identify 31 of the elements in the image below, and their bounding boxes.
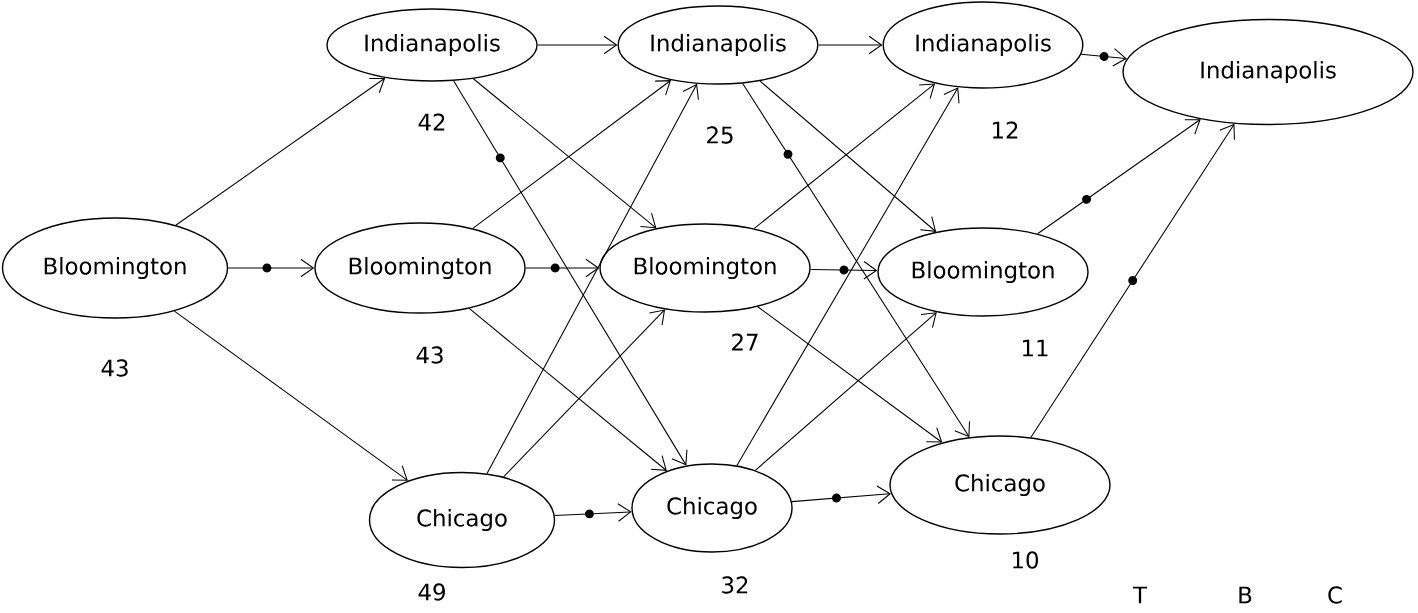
cost-number: 43: [416, 346, 443, 364]
arrow: [525, 258, 600, 278]
cost-number: 42: [418, 113, 445, 131]
arrow: [1030, 123, 1235, 438]
arrow: [1080, 48, 1127, 67]
arrow: [227, 258, 315, 278]
arrow: [791, 485, 891, 504]
cost-number: 27: [732, 333, 758, 351]
cost-number: 43: [101, 359, 128, 377]
cost-number: 25: [707, 126, 733, 144]
arrow: [486, 83, 699, 475]
arrow: [468, 307, 667, 471]
cost-number: 11: [1023, 339, 1048, 357]
arrow: [173, 310, 408, 481]
cost-number: 49: [418, 583, 445, 601]
arrow: [453, 80, 688, 466]
arrow: [754, 312, 937, 471]
arrow: [1037, 119, 1201, 235]
cost-number: 32: [722, 576, 748, 594]
column-letter: B: [1239, 586, 1252, 604]
arrow: [554, 503, 632, 522]
arrow: [757, 306, 943, 443]
arrow: [175, 77, 386, 226]
column-letter: T: [1133, 586, 1148, 604]
arrow: [503, 309, 666, 478]
cost-number: 12: [993, 121, 1018, 139]
column-letter: C: [1328, 586, 1342, 604]
cost-number: 10: [1013, 551, 1038, 569]
arrow: [810, 261, 878, 280]
arrow: [537, 35, 618, 55]
arrow: [817, 35, 883, 55]
